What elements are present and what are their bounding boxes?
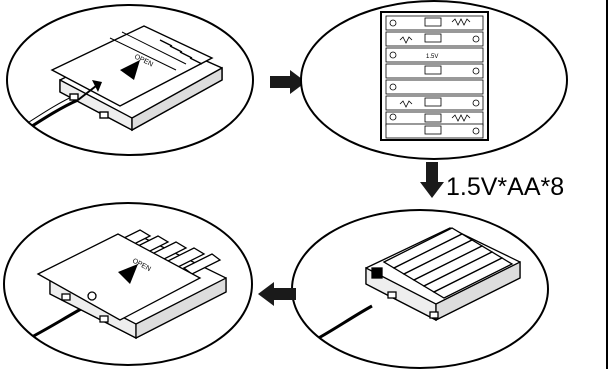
step-3-panel (291, 209, 549, 369)
step-2-battery-label: 1.5V (426, 54, 438, 60)
arrow-left-icon (258, 282, 296, 306)
step-4-panel: OPEN (3, 202, 253, 366)
battery-cover (36, 233, 202, 321)
page-border (606, 0, 608, 369)
battery-spec-label: 1.5V*AA*8 (446, 173, 565, 201)
battery-slots (385, 15, 484, 139)
push-arrow-icon (77, 85, 97, 101)
arrow-down-icon (420, 162, 444, 198)
arrow-right-icon (270, 70, 306, 94)
step-1-panel: OPEN (6, 4, 254, 156)
open-arrow-icon (118, 264, 138, 284)
batteries (382, 227, 514, 299)
step-2-panel: 1.5V (300, 0, 568, 160)
screw-icon (87, 291, 97, 301)
open-arrow-icon (120, 60, 140, 80)
